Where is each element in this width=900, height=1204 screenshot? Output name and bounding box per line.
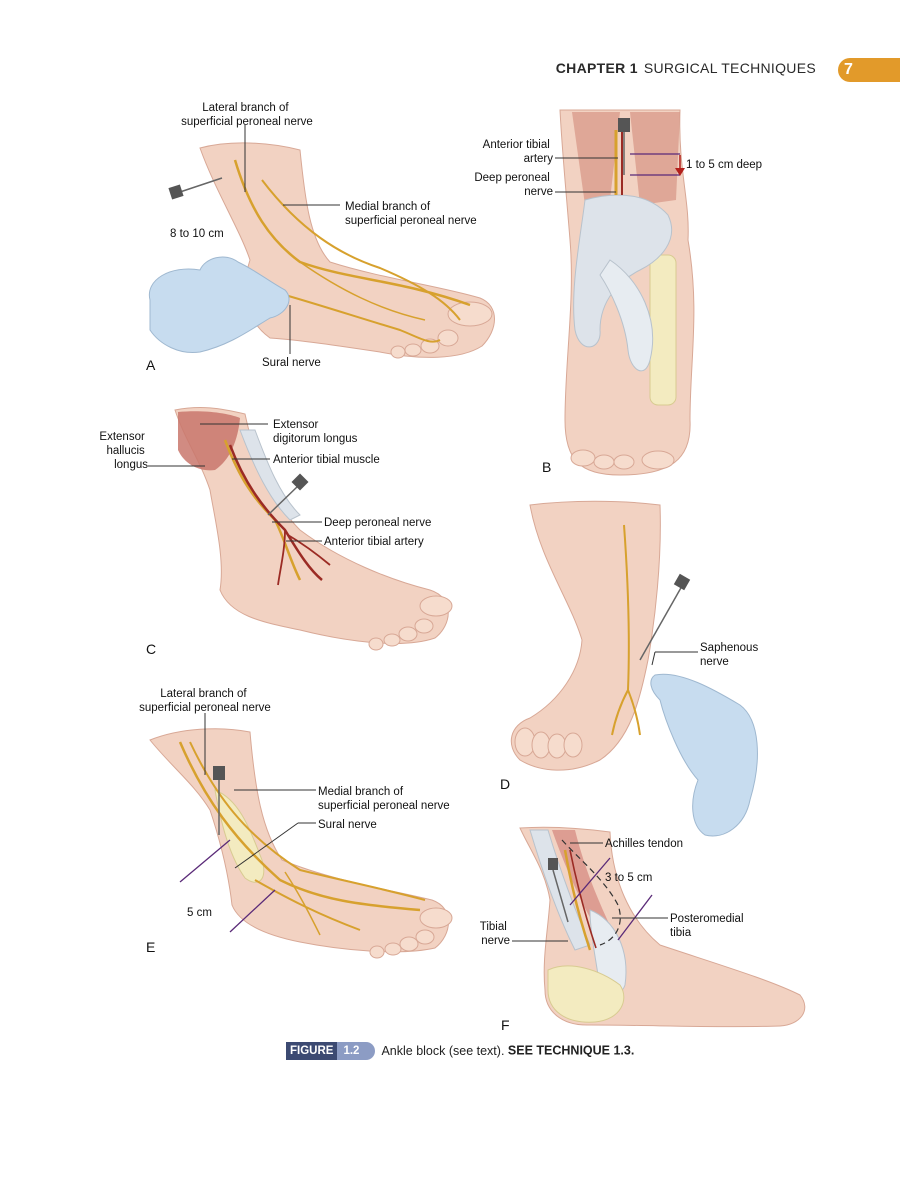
panel-e-letter: E (146, 939, 155, 955)
caption-text: Ankle block (see text). (381, 1044, 505, 1058)
panel-b-label-depth: 1 to 5 cm deep (686, 159, 762, 171)
chapter-number: CHAPTER 1 (555, 60, 638, 76)
panel-a-label-sural-nerve: Sural nerve (262, 357, 321, 369)
panel-a-letter: A (146, 357, 156, 373)
panel-c-label-extensor-digitorum-longus: Extensor digitorum longus (273, 419, 358, 445)
panel-a-illustration (148, 125, 495, 359)
panel-f-label-achilles-tendon: Achilles tendon (605, 838, 683, 850)
caption-technique-ref: SEE TECHNIQUE 1.3. (507, 1043, 635, 1058)
panel-e-illustration (149, 713, 453, 959)
page-header: CHAPTER 1 SURGICAL TECHNIQUES 7 (0, 58, 900, 82)
panel-a-label-lateral-branch: Lateral branch of superficial peroneal n… (181, 102, 313, 128)
panel-e-label-medial-branch: Medial branch of superficial peroneal ne… (318, 786, 450, 812)
panel-e-label-sural-nerve: Sural nerve (318, 819, 377, 831)
panel-c-label-extensor-hallucis-longus: Extensor hallucis longus (99, 431, 148, 471)
panel-f-illustration (512, 826, 806, 1028)
panel-f-letter: F (501, 1017, 510, 1033)
panel-b-label-anterior-tibial-artery: Anterior tibial artery (483, 139, 554, 165)
caption-figure-tag: FIGURE (286, 1042, 338, 1060)
panel-f-label-posteromedial-tibia: Posteromedial tibia (670, 913, 747, 939)
panel-c-label-anterior-tibial-muscle: Anterior tibial muscle (273, 454, 380, 466)
panel-b-letter: B (542, 459, 551, 475)
panel-e-label-distance: 5 cm (187, 907, 212, 919)
panel-c-label-deep-peroneal-nerve: Deep peroneal nerve (324, 517, 431, 529)
panel-b-label-deep-peroneal-nerve: Deep peroneal nerve (474, 172, 553, 198)
panel-d-label-saphenous-nerve: Saphenous nerve (700, 642, 761, 668)
chapter-title: SURGICAL TECHNIQUES (643, 60, 816, 76)
chapter-heading: CHAPTER 1 SURGICAL TECHNIQUES (556, 60, 816, 76)
panel-d-illustration (510, 500, 758, 837)
panel-f-label-tibial-nerve: Tibial nerve (480, 921, 510, 947)
panel-c-illustration (148, 406, 453, 651)
panel-f-label-distance: 3 to 5 cm (605, 872, 652, 884)
panel-e-label-lateral-branch: Lateral branch of superficial peroneal n… (139, 688, 271, 714)
caption-figure-number: 1.2 (337, 1042, 376, 1060)
panel-c-letter: C (146, 641, 156, 657)
panel-b-illustration (555, 109, 695, 476)
panel-d-letter: D (500, 776, 510, 792)
panel-a-label-distance: 8 to 10 cm (170, 228, 224, 240)
panel-a-label-medial-branch: Medial branch of superficial peroneal ne… (345, 201, 477, 227)
page-number-tab: 7 (838, 58, 900, 82)
panel-c-label-anterior-tibial-artery: Anterior tibial artery (324, 536, 424, 548)
